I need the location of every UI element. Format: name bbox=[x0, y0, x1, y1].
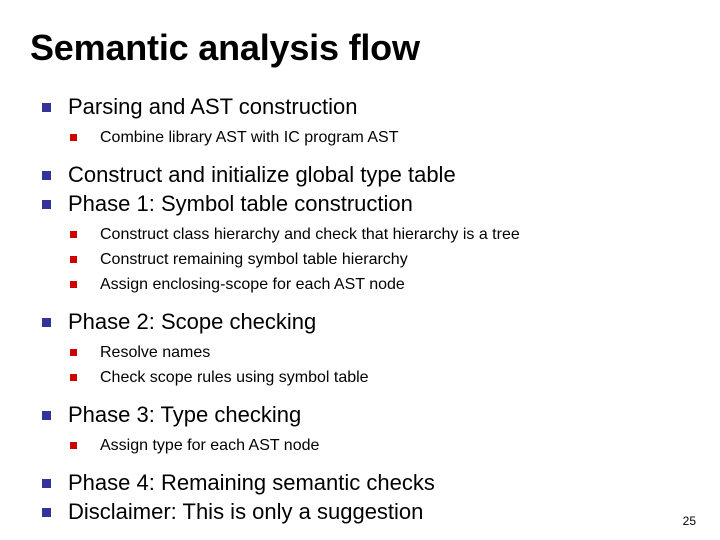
bullet-square-glyph bbox=[42, 200, 51, 209]
outline-spacer bbox=[0, 390, 720, 400]
outline-spacer bbox=[0, 297, 720, 307]
bullet-square-glyph bbox=[42, 318, 51, 327]
bullet-square-glyph bbox=[70, 134, 77, 141]
outline-item-label: Construct class hierarchy and check that… bbox=[100, 226, 520, 243]
bullet-square-glyph bbox=[42, 171, 51, 180]
outline-item-label: Phase 1: Symbol table construction bbox=[68, 191, 413, 216]
outline-item-level2: Check scope rules using symbol table bbox=[0, 365, 720, 390]
outline-item-label: Assign enclosing-scope for each AST node bbox=[100, 276, 405, 293]
outline-item-level1: Phase 1: Symbol table construction bbox=[0, 189, 720, 218]
bullet-square-glyph bbox=[42, 479, 51, 488]
bullet-square-glyph bbox=[42, 508, 51, 517]
outline-item-level1: Parsing and AST construction bbox=[0, 92, 720, 121]
outline-item-level2: Assign enclosing-scope for each AST node bbox=[0, 272, 720, 297]
outline-item-level1: Phase 2: Scope checking bbox=[0, 307, 720, 336]
slide-page-number: 25 bbox=[682, 514, 696, 528]
outline-item-level2: Assign type for each AST node bbox=[0, 433, 720, 458]
outline-item-label: Assign type for each AST node bbox=[100, 437, 320, 454]
outline-item-label: Parsing and AST construction bbox=[68, 94, 358, 119]
outline-item-level1: Phase 3: Type checking bbox=[0, 400, 720, 429]
outline-item-label: Construct remaining symbol table hierarc… bbox=[100, 251, 408, 268]
outline-item-label: Phase 4: Remaining semantic checks bbox=[68, 470, 435, 495]
bullet-square-glyph bbox=[70, 231, 77, 238]
outline-spacer bbox=[0, 150, 720, 160]
outline-item-level1: Disclaimer: This is only a suggestion bbox=[0, 497, 720, 526]
bullet-square-glyph bbox=[42, 103, 51, 112]
bullet-square-glyph bbox=[70, 442, 77, 449]
outline-item-label: Construct and initialize global type tab… bbox=[68, 162, 456, 187]
outline-item-label: Phase 2: Scope checking bbox=[68, 309, 317, 334]
slide-title: Semantic analysis flow bbox=[30, 27, 420, 68]
outline-item-level2: Construct class hierarchy and check that… bbox=[0, 222, 720, 247]
bullet-square-glyph bbox=[70, 349, 77, 356]
outline-item-level2: Combine library AST with IC program AST bbox=[0, 125, 720, 150]
outline-item-level2: Construct remaining symbol table hierarc… bbox=[0, 247, 720, 272]
outline-item-level1: Phase 4: Remaining semantic checks bbox=[0, 468, 720, 497]
bullet-square-glyph bbox=[70, 281, 77, 288]
outline-spacer bbox=[0, 458, 720, 468]
bullet-square-glyph bbox=[70, 256, 77, 263]
outline-item-label: Check scope rules using symbol table bbox=[100, 369, 369, 386]
outline-item-label: Combine library AST with IC program AST bbox=[100, 129, 399, 146]
bullet-square-glyph bbox=[42, 411, 51, 420]
outline-item-level1: Construct and initialize global type tab… bbox=[0, 160, 720, 189]
outline-item-label: Disclaimer: This is only a suggestion bbox=[68, 499, 424, 524]
outline-item-level2: Resolve names bbox=[0, 340, 720, 365]
bullet-square-glyph bbox=[70, 374, 77, 381]
outline-item-label: Resolve names bbox=[100, 344, 211, 361]
outline-item-label: Phase 3: Type checking bbox=[68, 402, 302, 427]
